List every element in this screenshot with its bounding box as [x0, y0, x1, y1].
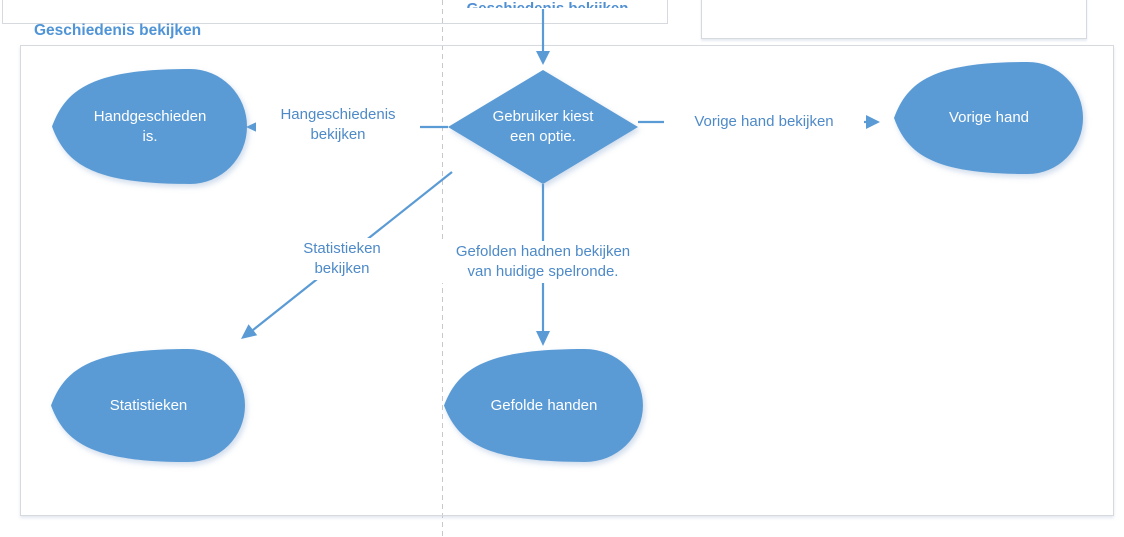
edge-label-view-hand-history: Hangeschiedenis bekijken: [256, 104, 420, 146]
node-decision-label: Gebruiker kiest een optie.: [448, 70, 638, 184]
edge-label-line: bekijken: [314, 260, 370, 277]
top-partial-box: [2, 0, 668, 24]
top-right-partial-box: [701, 0, 1087, 39]
flowchart-frame: [20, 45, 1114, 516]
node-label-line: is.: [142, 127, 158, 145]
diamond-shape: [448, 70, 638, 184]
node-statistics-label: Statistieken: [51, 348, 246, 463]
edge-label-line: Vorige hand bekijken: [694, 113, 834, 130]
edge-label-line: van huidige spelronde.: [467, 263, 619, 280]
edge-label-view-folded-hands: Gefolden hadnen bekijken van huidige spe…: [423, 241, 663, 283]
node-label-line: Statistieken: [109, 396, 188, 414]
node-statistics: Statistieken: [51, 348, 246, 463]
edge-label-line: Hangeschiedenis: [280, 106, 396, 123]
edge-label-line: Statistieken: [303, 240, 381, 257]
display-shape: [52, 69, 247, 184]
node-previous-hand-label: Vorige hand: [894, 61, 1084, 175]
node-label-line: Vorige hand: [948, 109, 1030, 126]
node-label-line: Handgeschieden: [93, 107, 207, 125]
node-folded-hands-label: Gefolde handen: [444, 348, 644, 463]
edge-label-view-statistics: Statistieken bekijken: [281, 238, 403, 280]
edge-label-line: Gefolden hadnen bekijken: [455, 243, 631, 260]
node-decision: Gebruiker kiest een optie.: [448, 70, 638, 184]
node-label-line: Gebruiker kiest: [492, 108, 594, 125]
node-hand-history: Handgeschieden is.: [52, 68, 248, 185]
node-previous-hand: Vorige hand: [894, 61, 1084, 175]
edge-label-line: bekijken: [310, 126, 366, 143]
node-folded-hands: Gefolde handen: [444, 348, 644, 463]
display-shape: [894, 61, 1084, 175]
node-hand-history-label: Handgeschieden is.: [52, 68, 248, 185]
edge-label-view-previous-hand: Vorige hand bekijken: [664, 111, 864, 133]
display-shape: [444, 348, 643, 463]
section-title: Geschiedenis bekijken: [34, 22, 202, 39]
node-label-line: Gefolde handen: [490, 396, 598, 414]
clipped-source-title-text: Geschiedenis bekijken: [467, 0, 629, 8]
clipped-source-title: Geschiedenis bekijken: [430, 0, 665, 8]
display-shape: [51, 348, 245, 463]
edge-incoming-top: [536, 9, 550, 65]
node-label-line: een optie.: [510, 128, 576, 145]
